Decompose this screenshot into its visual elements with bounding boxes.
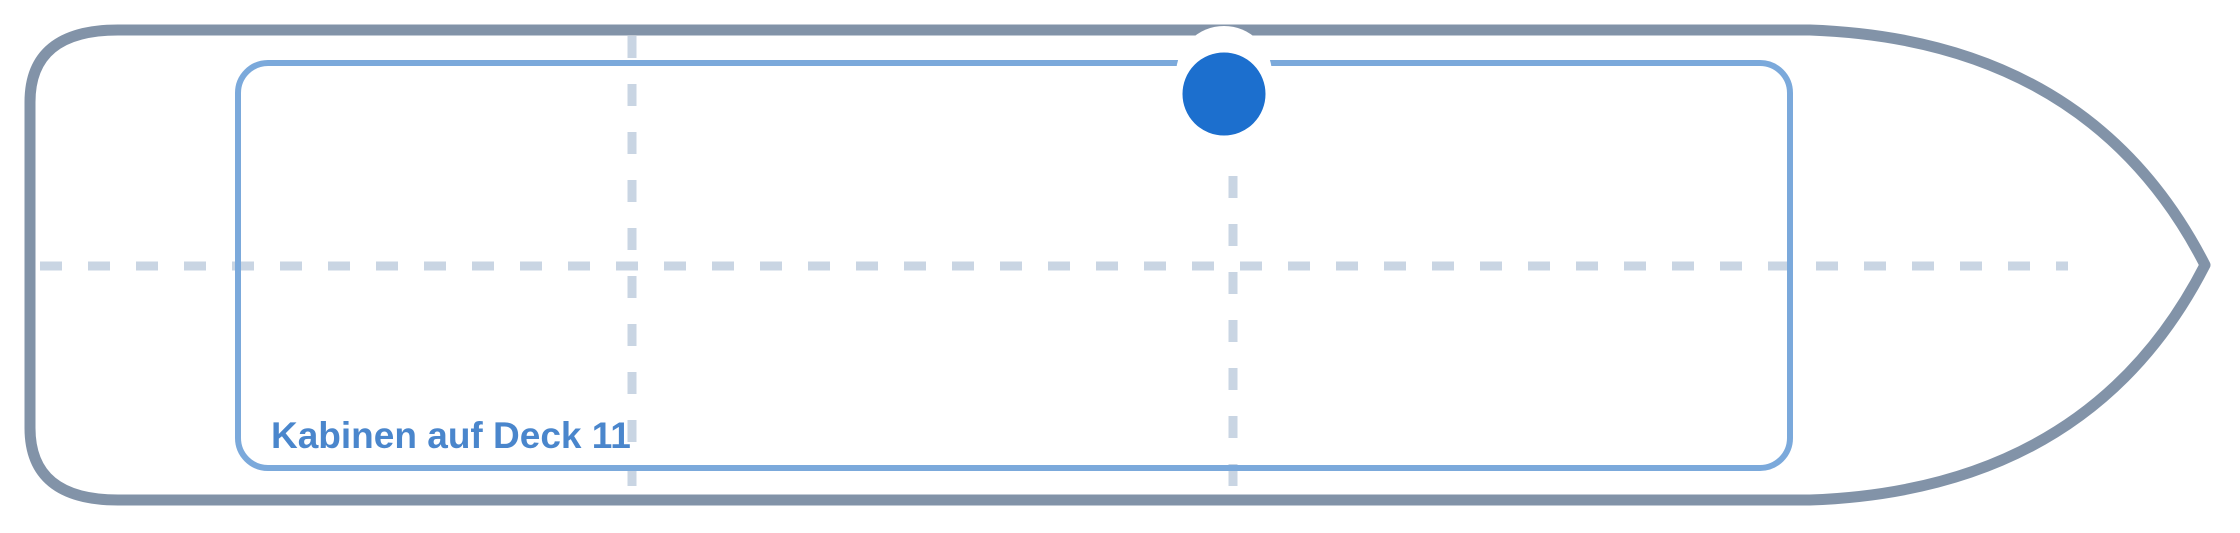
location-dot-icon[interactable] <box>1176 26 1272 141</box>
cabin-zone-outline[interactable] <box>235 60 1793 471</box>
location-marker-dot[interactable] <box>1177 47 1271 141</box>
cabin-zone-label: Kabinen auf Deck 11 <box>271 415 631 456</box>
